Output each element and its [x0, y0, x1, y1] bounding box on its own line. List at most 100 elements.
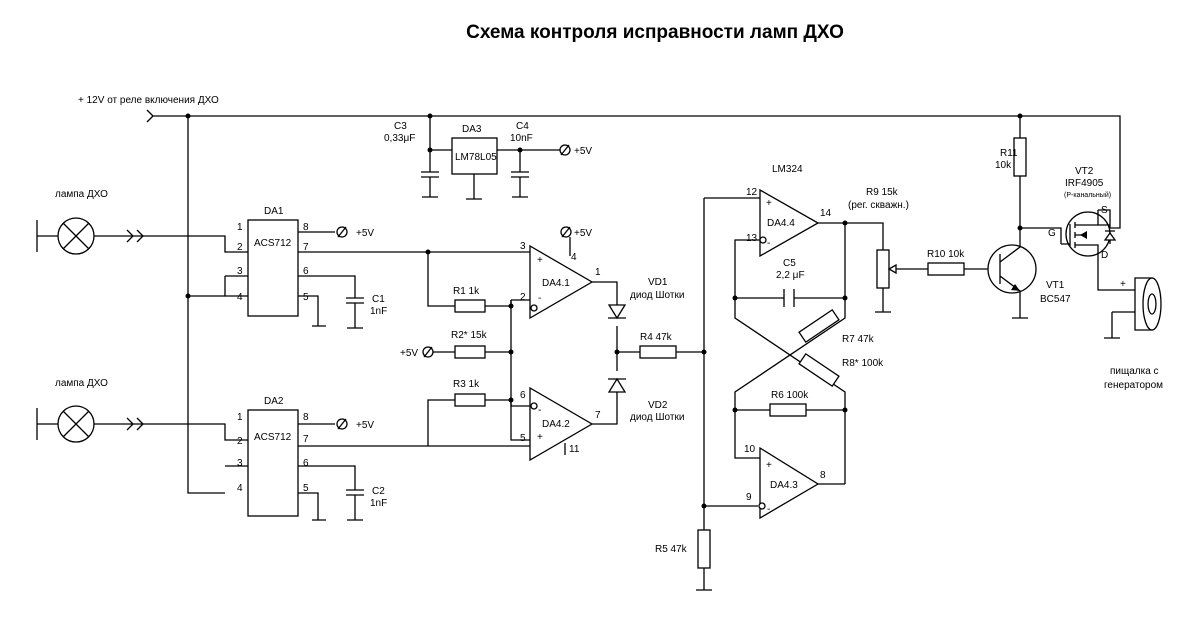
opamp-da44: + - DA4.4 LM324 12 13 14 C5 2,2 μF R7 47… — [732, 164, 884, 410]
svg-text:G: G — [1048, 228, 1056, 239]
svg-text:9: 9 — [746, 492, 752, 503]
svg-text:S: S — [1101, 205, 1108, 216]
vd2-label: VD2 — [648, 400, 668, 411]
c3-label: C3 — [394, 121, 407, 132]
svg-text:+: + — [537, 255, 543, 266]
svg-text:+: + — [766, 460, 772, 471]
svg-text:2: 2 — [520, 292, 526, 303]
comparator-da42: - + DA4.2 6 5 11 7 R3 1k — [427, 379, 601, 462]
svg-text:13: 13 — [746, 233, 758, 244]
diagram-title: Схема контроля исправности ламп ДХО — [466, 22, 844, 43]
svg-text:7: 7 — [303, 242, 309, 253]
svg-text:+5V: +5V — [356, 420, 374, 431]
r11-label: R11 — [1000, 148, 1018, 159]
svg-text:+5V: +5V — [356, 228, 374, 239]
r1-label: R1 1k — [453, 286, 480, 297]
r10-label: R10 10k — [927, 249, 965, 260]
r9-note: (рег. скважн.) — [848, 200, 909, 211]
svg-text:10: 10 — [744, 444, 756, 455]
r2-label: R2* 15k — [451, 330, 488, 341]
r4-label: R4 47k — [640, 332, 673, 343]
svg-text:-: - — [538, 293, 541, 304]
svg-text:2: 2 — [237, 436, 243, 447]
da3-body — [451, 137, 498, 175]
da2-part: ACS712 — [254, 432, 292, 443]
buzzer-label-1: пищалка с — [1110, 366, 1159, 377]
svg-text:5: 5 — [520, 433, 526, 444]
svg-text:-: - — [767, 238, 770, 249]
vt2-label: VT2 — [1075, 166, 1094, 177]
svg-text:1: 1 — [237, 222, 243, 233]
opamp-da43: + - DA4.3 10 9 8 R6 100k — [732, 390, 848, 520]
svg-text:-: - — [767, 504, 770, 515]
comparator-da41: +5V + - DA4.1 3 2 4 1 R1 1k — [425, 226, 601, 441]
v5-label: +5V — [574, 146, 592, 157]
da44-label: DA4.4 — [767, 218, 795, 229]
c1-label: C1 — [372, 294, 385, 305]
svg-text:6: 6 — [520, 390, 526, 401]
svg-text:4: 4 — [237, 483, 243, 494]
vd2-type: диод Шотки — [630, 412, 684, 423]
svg-text:14: 14 — [820, 208, 832, 219]
vt2-part: IRF4905 — [1065, 178, 1104, 189]
r6-label: R6 100k — [771, 390, 809, 401]
svg-text:8: 8 — [303, 412, 309, 423]
r3-label: R3 1k — [453, 379, 480, 390]
svg-text:+: + — [1120, 279, 1126, 290]
svg-text:1: 1 — [237, 412, 243, 423]
vt2-type: (P-канальный) — [1064, 191, 1111, 199]
vt1-part: BC547 — [1040, 294, 1071, 305]
svg-text:3: 3 — [237, 458, 243, 469]
c4-label: C4 — [516, 121, 529, 132]
svg-text:5: 5 — [303, 483, 309, 494]
svg-text:6: 6 — [303, 458, 309, 469]
c1-value: 1nF — [370, 306, 387, 317]
svg-text:5: 5 — [303, 292, 309, 303]
da1-body — [247, 219, 299, 317]
svg-text:+: + — [537, 432, 543, 443]
lamp-1-label: лампа ДХО — [55, 189, 108, 200]
driver-vt1: R10 10k VT1 BC547 — [920, 228, 1071, 319]
buzzer: + пищалка с генератором — [1104, 277, 1163, 391]
da3-part: LM78L05 — [455, 152, 497, 163]
switch-vt2: R11 10k VT2 IRF4905 (P-канальный) G D S — [995, 116, 1117, 291]
sensor-da2: +5V DA2 ACS712 1 2 3 4 8 7 6 5 C2 1nF — [225, 396, 530, 521]
c4-value: 10nF — [510, 133, 533, 144]
da3-label: DA3 — [462, 124, 482, 135]
svg-text:7: 7 — [303, 434, 309, 445]
svg-text:D: D — [1101, 250, 1108, 261]
r11-value: 10k — [995, 160, 1012, 171]
svg-text:+: + — [766, 198, 772, 209]
svg-text:+5V: +5V — [400, 348, 418, 359]
da1-label: DA1 — [264, 206, 284, 217]
c5-value: 2,2 μF — [776, 270, 805, 281]
svg-text:11: 11 — [569, 444, 580, 455]
svg-text:-: - — [538, 405, 541, 416]
supply-rail: + 12V от реле включения ДХО — [78, 95, 1121, 494]
da2-label: DA2 — [264, 396, 284, 407]
c2-value: 1nF — [370, 498, 387, 509]
da2-body — [247, 409, 299, 517]
svg-text:2: 2 — [237, 242, 243, 253]
da1-part: ACS712 — [254, 238, 292, 249]
vt1-label: VT1 — [1046, 280, 1065, 291]
vd1-label: VD1 — [648, 277, 668, 288]
c3-value: 0,33μF — [384, 133, 415, 144]
r9-label: R9 15k — [866, 187, 899, 198]
r7-label: R7 47k — [842, 334, 875, 345]
svg-text:8: 8 — [303, 222, 309, 233]
lamp-2: лампа ДХО — [36, 378, 248, 443]
duty-trim-r9: R9 15k (рег. скважн.) — [848, 187, 920, 313]
r5-label: R5 47k — [655, 544, 688, 555]
r8-label: R8* 100k — [842, 358, 884, 369]
svg-text:6: 6 — [303, 266, 309, 277]
da41-label: DA4.1 — [542, 278, 570, 289]
da42-label: DA4.2 — [542, 419, 570, 430]
supply-label: + 12V от реле включения ДХО — [78, 95, 219, 106]
svg-text:4: 4 — [571, 252, 577, 263]
svg-text:12: 12 — [746, 187, 758, 198]
c2-label: C2 — [372, 486, 385, 497]
c5-label: C5 — [783, 258, 796, 269]
bias-r2: +5V R2* 15k — [400, 330, 514, 359]
